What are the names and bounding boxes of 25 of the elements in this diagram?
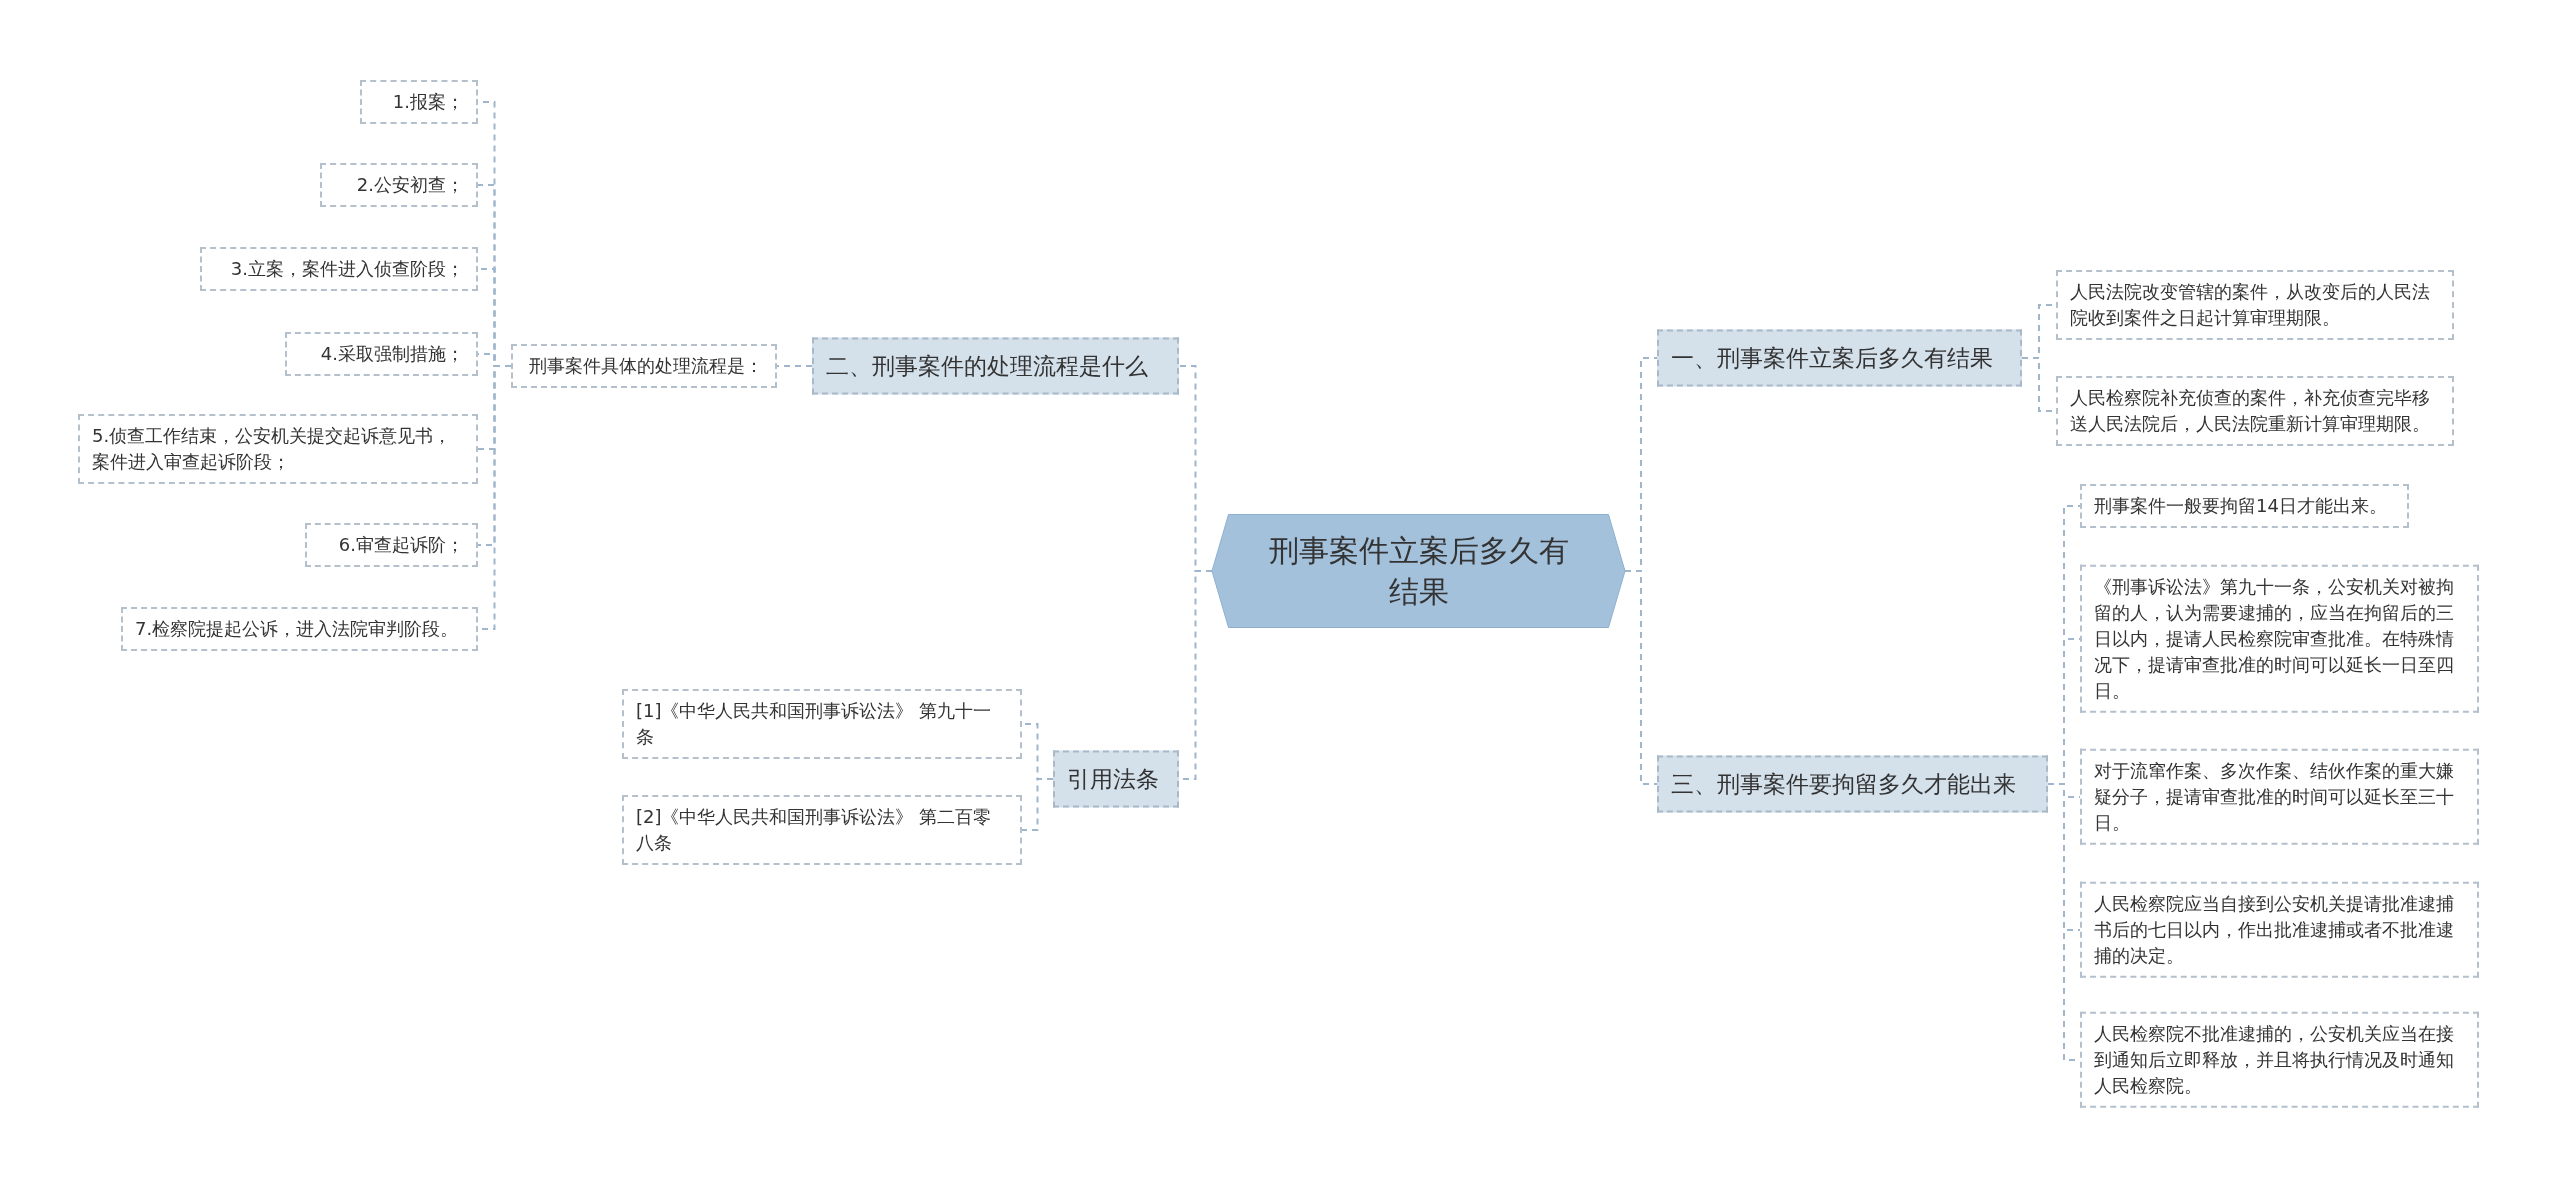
connector-line: [1624, 570, 1658, 785]
detail-box: 人民检察院不批准逮捕的，公安机关应当在接到通知后立即释放，并且将执行情况及时通知人民检察院。: [2080, 1011, 2479, 1109]
detail-box: 对于流窜作案、多次作案、结伙作案的重大嫌疑分子，提请审查批准的时间可以延长至三十日。: [2080, 748, 2479, 846]
topic-box: 二、刑事案件的处理流程是什么: [812, 337, 1179, 395]
connector-line: [1021, 778, 1054, 831]
detail-box: 4.采取强制措施；: [285, 331, 478, 377]
detail-box: 人民检察院应当自接到公安机关提请批准逮捕书后的七日以内，作出批准逮捕或者不批准逮捕的决定。: [2080, 881, 2479, 979]
detail-box: 5.侦查工作结束，公安机关提交起诉意见书，案件进入审查起诉阶段；: [78, 413, 478, 485]
detail-box: 3.立案，案件进入侦查阶段；: [200, 246, 478, 292]
detail-box: 7.检察院提起公诉，进入法院审判阶段。: [121, 606, 478, 652]
topic-box: 引用法条: [1053, 750, 1179, 808]
detail-box: 刑事案件一般要拘留14日才能出来。: [2080, 483, 2409, 529]
detail-box: 人民检察院补充侦查的案件，补充侦查完毕移送人民法院后，人民法院重新计算审理期限。: [2056, 375, 2454, 447]
detail-box: [1]《中华人民共和国刑事诉讼法》 第九十一条: [622, 688, 1022, 760]
detail-box: 刑事案件具体的处理流程是：: [511, 343, 777, 389]
central-topic-hexagon: 刑事案件立案后多久有结果: [1212, 514, 1625, 628]
detail-box: 人民法院改变管辖的案件，从改变后的人民法院收到案件之日起计算审理期限。: [2056, 269, 2454, 341]
detail-box: 6.审查起诉阶；: [305, 522, 478, 568]
detail-box: 《刑事诉讼法》第九十一条，公安机关对被拘留的人，认为需要逮捕的，应当在拘留后的三日以内，提请人民检察院审查批准。在特殊情况下，提请审查批准的时间可以延长一日至四日。: [2080, 564, 2479, 714]
topic-box: 一、刑事案件立案后多久有结果: [1657, 329, 2022, 387]
detail-box: 1.报案；: [360, 79, 478, 125]
topic-box: 三、刑事案件要拘留多久才能出来: [1657, 755, 2048, 813]
detail-box: [2]《中华人民共和国刑事诉讼法》 第二百零八条: [622, 794, 1022, 866]
connector-line: [776, 365, 813, 367]
detail-box: 2.公安初查；: [320, 162, 478, 208]
